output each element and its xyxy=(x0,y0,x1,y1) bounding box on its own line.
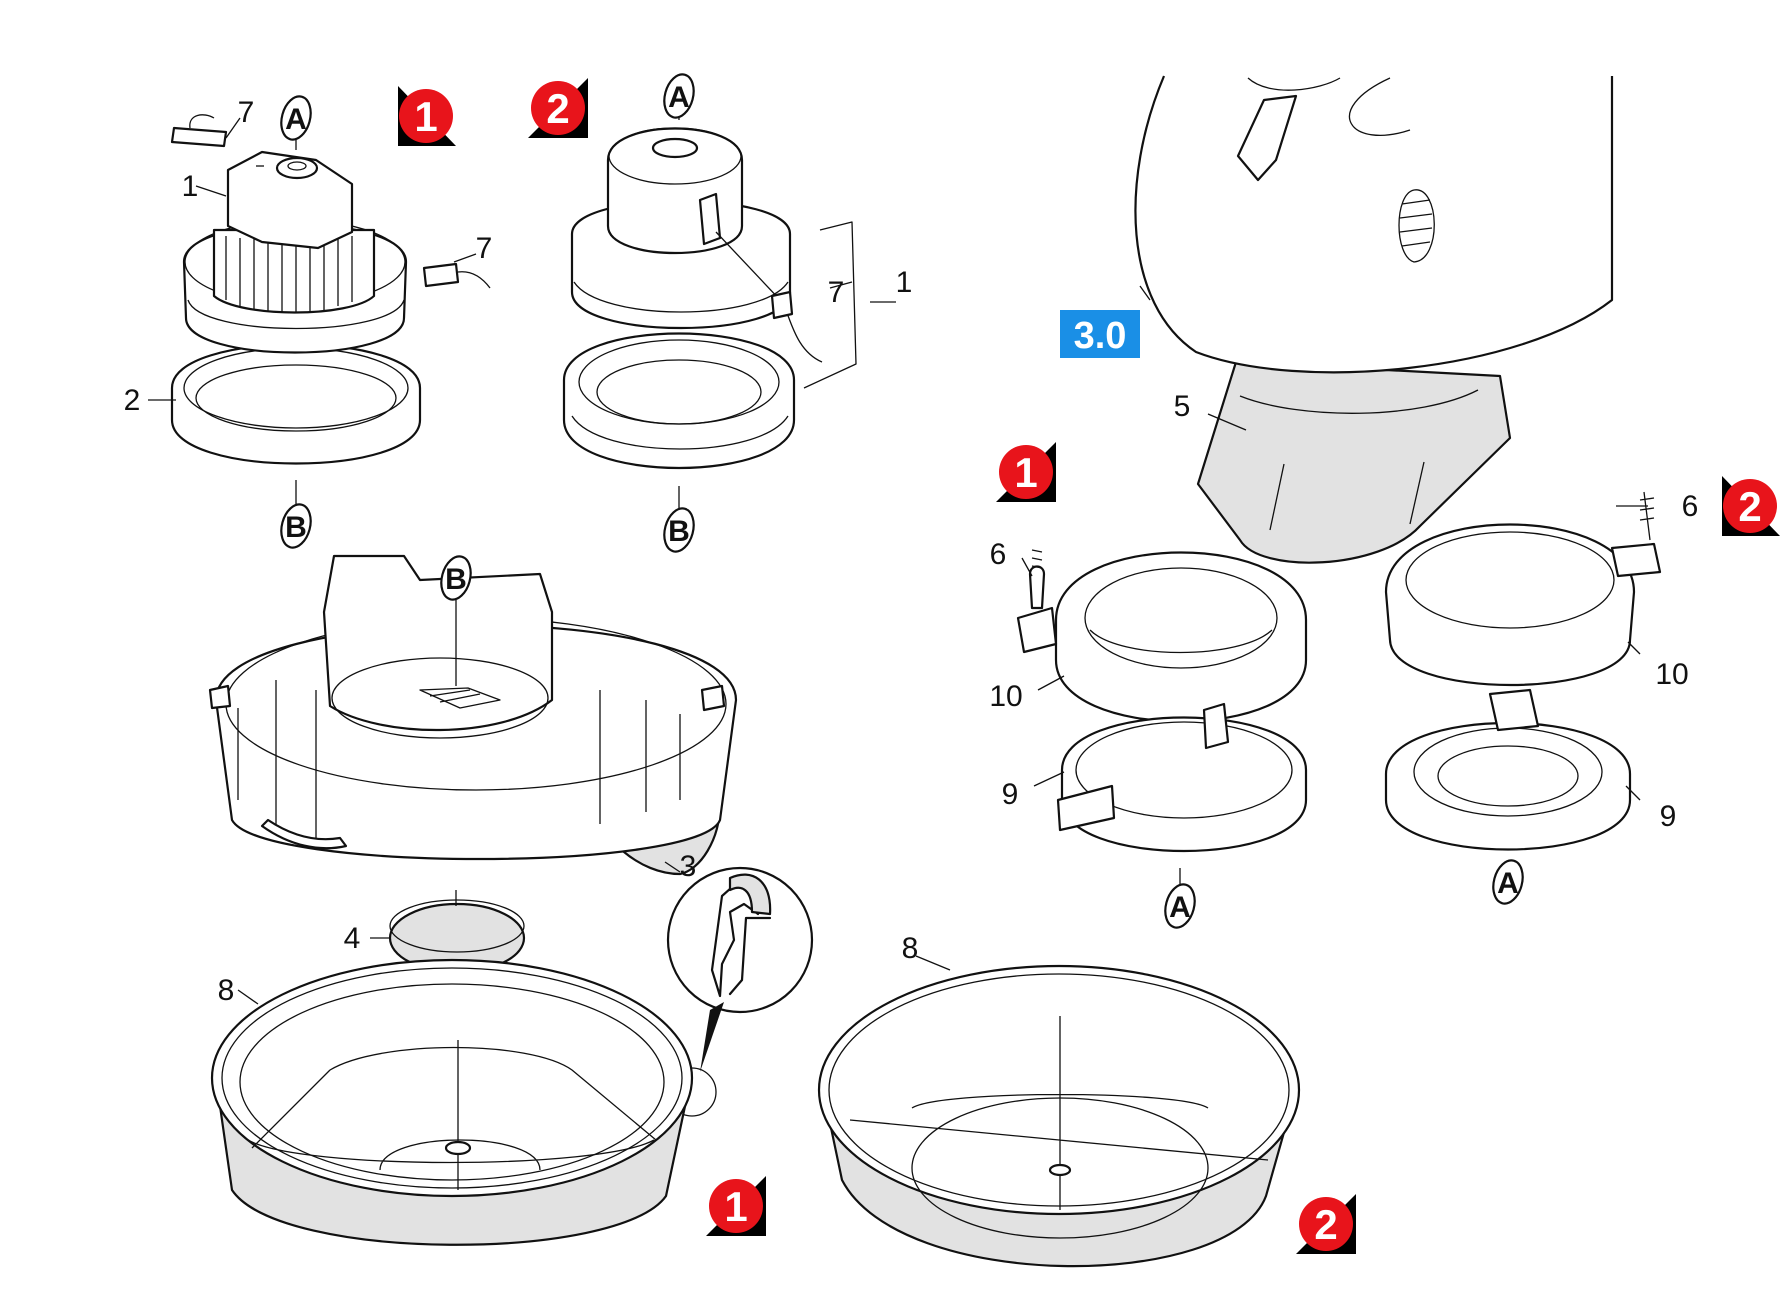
svg-text:A: A xyxy=(1169,891,1191,924)
filter-holder-variant-1 xyxy=(1016,549,1308,853)
part-label-7: 7 xyxy=(476,232,493,265)
variant-markers: 1 2 1 2 1 2 xyxy=(398,78,1780,1254)
part-label-10: 10 xyxy=(1655,658,1688,691)
part-number-labels: 7 1 7 2 7 1 3 4 8 8 5 6 10 9 6 10 9 xyxy=(124,96,1699,1007)
part-label-9: 9 xyxy=(1002,778,1019,811)
version-badge: 3.0 xyxy=(1060,310,1140,358)
svg-text:2: 2 xyxy=(1738,483,1761,530)
connection-letter-b: B xyxy=(663,507,695,553)
part-label-2: 2 xyxy=(124,384,141,417)
part-label-5: 5 xyxy=(1174,390,1191,423)
filter-holder-variant-2 xyxy=(1384,491,1662,851)
motor-housing-part-3 xyxy=(208,554,738,876)
dirt-container-variant-1 xyxy=(210,958,694,1246)
connection-letter-b: B xyxy=(280,503,312,549)
dirt-container-variant-2 xyxy=(817,964,1301,1268)
svg-text:2: 2 xyxy=(1314,1201,1337,1248)
part-label-8: 8 xyxy=(902,932,919,965)
part-label-7: 7 xyxy=(238,96,255,129)
svg-text:B: B xyxy=(285,511,307,544)
seal-detail-magnifier xyxy=(666,866,814,1117)
svg-text:1: 1 xyxy=(724,1183,747,1230)
variant-marker-2: 2 xyxy=(1296,1194,1356,1254)
svg-text:3.0: 3.0 xyxy=(1074,315,1127,357)
variant-marker-1: 1 xyxy=(706,1176,766,1236)
part-label-9: 9 xyxy=(1660,800,1677,833)
connection-letter-b: B xyxy=(440,555,472,601)
connection-letter-a: A xyxy=(1164,883,1196,929)
part-label-1: 1 xyxy=(896,266,913,299)
connection-letter-a: A xyxy=(663,73,695,119)
svg-text:B: B xyxy=(668,515,690,548)
part-label-10: 10 xyxy=(989,680,1022,713)
connection-markers: A A B B B A A xyxy=(280,73,1524,929)
motor-assembly-variant-2 xyxy=(562,127,857,469)
variant-marker-1: 1 xyxy=(398,86,456,146)
svg-text:1: 1 xyxy=(1014,449,1037,496)
svg-text:1: 1 xyxy=(414,93,437,140)
svg-text:A: A xyxy=(668,81,690,114)
variant-marker-1: 1 xyxy=(996,442,1056,502)
svg-text:A: A xyxy=(1497,867,1519,900)
part-label-3: 3 xyxy=(680,850,697,883)
part-label-4: 4 xyxy=(344,922,361,955)
part-label-6: 6 xyxy=(1682,490,1699,523)
part-label-1: 1 xyxy=(182,170,199,203)
part-label-7: 7 xyxy=(828,276,845,309)
part-label-6: 6 xyxy=(990,538,1007,571)
connection-letter-a: A xyxy=(280,95,312,141)
motor-assembly-variant-1 xyxy=(170,114,491,465)
part-label-8: 8 xyxy=(218,974,235,1007)
svg-text:2: 2 xyxy=(546,85,569,132)
head-and-filter-cage-part-5 xyxy=(1134,75,1614,564)
variant-marker-2: 2 xyxy=(528,78,588,138)
connection-letter-a: A xyxy=(1492,859,1524,905)
svg-text:B: B xyxy=(445,563,467,596)
svg-text:A: A xyxy=(285,103,307,136)
variant-marker-2: 2 xyxy=(1722,476,1780,536)
